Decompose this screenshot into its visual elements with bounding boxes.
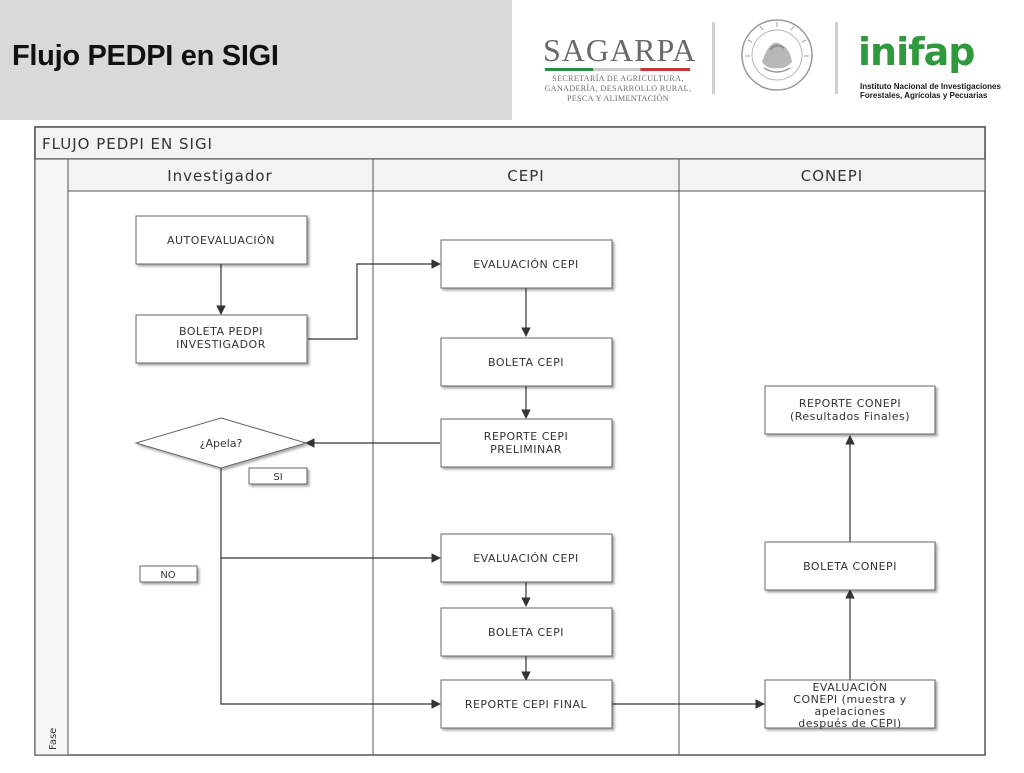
svg-text:apelaciones: apelaciones <box>814 705 885 718</box>
lane-title-cepi: CEPI <box>507 167 544 185</box>
inifap-logo-text: inifap <box>858 30 975 74</box>
sagarpa-subtitle-line: SECRETARÍA DE AGRICULTURA, <box>552 74 684 83</box>
lane-title-conepi: CONEPI <box>801 167 863 185</box>
inifap-subtitle-line: Forestales, Agrícolas y Pecuarias <box>860 91 988 100</box>
svg-text:SI: SI <box>273 472 282 483</box>
decision-apela: ¿Apela? <box>134 417 308 469</box>
svg-text:INVESTIGADOR: INVESTIGADOR <box>176 338 266 351</box>
svg-text:EVALUACIÓN CEPI: EVALUACIÓN CEPI <box>473 552 579 565</box>
title-band <box>0 0 512 120</box>
svg-text:AUTOEVALUACIÓN: AUTOEVALUACIÓN <box>167 234 275 247</box>
svg-text:PRELIMINAR: PRELIMINAR <box>490 443 562 456</box>
svg-text:¿Apela?: ¿Apela? <box>200 437 243 450</box>
node-boleta-conepi: BOLETA CONEPI <box>764 541 936 591</box>
svg-text:BOLETA CEPI: BOLETA CEPI <box>488 626 564 639</box>
svg-text:BOLETA PEDPI: BOLETA PEDPI <box>179 325 263 338</box>
mexico-seal-icon <box>741 19 813 91</box>
svg-text:BOLETA CONEPI: BOLETA CONEPI <box>803 560 897 573</box>
label-si: SI <box>248 467 308 485</box>
logo-separator <box>712 22 715 94</box>
node-evaluacion-cepi-2: EVALUACIÓN CEPI <box>440 533 613 583</box>
lane-title-investigador: Investigador <box>167 167 272 185</box>
slide-title: Flujo PEDPI en SIGI <box>12 40 279 72</box>
sagarpa-color-bar <box>545 68 690 71</box>
svg-text:NO: NO <box>160 570 175 581</box>
node-evaluacion-cepi-1: EVALUACIÓN CEPI <box>440 239 613 289</box>
node-boleta-investigador: BOLETA PEDPI INVESTIGADOR <box>135 314 308 364</box>
diagram-header <box>34 126 986 160</box>
inifap-subtitle-line: Instituto Nacional de Investigaciones <box>860 82 1001 91</box>
svg-text:BOLETA CEPI: BOLETA CEPI <box>488 356 564 369</box>
arrow-boleta-to-evaluacion-cepi <box>308 259 441 340</box>
inifap-subtitle: Instituto Nacional de Investigaciones Fo… <box>860 82 1010 100</box>
arrow-apela-no-to-reporte-final <box>220 558 441 709</box>
node-boleta-cepi-2: BOLETA CEPI <box>440 607 613 657</box>
node-boleta-cepi-1: BOLETA CEPI <box>440 337 613 387</box>
phase-column <box>34 158 69 756</box>
node-reporte-cepi-final: REPORTE CEPI FINAL <box>440 679 613 729</box>
node-autoevaluacion: AUTOEVALUACIÓN <box>135 215 308 265</box>
svg-text:REPORTE CEPI: REPORTE CEPI <box>484 430 568 443</box>
node-reporte-cepi-preliminar: REPORTE CEPI PRELIMINAR <box>440 418 613 468</box>
node-evaluacion-conepi: EVALUACIÓN CONEPI (muestra y apelaciones… <box>764 679 936 730</box>
svg-text:CONEPI (muestra y: CONEPI (muestra y <box>793 693 906 706</box>
lane-header-investigador <box>67 158 374 192</box>
svg-text:REPORTE CONEPI: REPORTE CONEPI <box>799 397 901 410</box>
logo-separator <box>835 22 838 94</box>
phase-label: Fase <box>48 728 59 750</box>
label-no: NO <box>139 565 198 583</box>
sagarpa-subtitle-line: GANADERÍA, DESARROLLO RURAL, <box>544 84 692 93</box>
diagram-header-text: FLUJO PEDPI EN SIGI <box>42 135 213 153</box>
sagarpa-logo-text: SAGARPA <box>543 32 697 68</box>
svg-text:EVALUACIÓN CEPI: EVALUACIÓN CEPI <box>473 258 579 271</box>
sagarpa-subtitle-line: PESCA Y ALIMENTACIÓN <box>567 94 669 103</box>
lane-header-conepi <box>678 158 986 192</box>
node-reporte-conepi: REPORTE CONEPI (Resultados Finales) <box>764 385 936 435</box>
svg-text:después de CEPI): después de CEPI) <box>798 717 901 730</box>
svg-text:REPORTE CEPI FINAL: REPORTE CEPI FINAL <box>465 698 588 711</box>
sagarpa-subtitle: SECRETARÍA DE AGRICULTURA, GANADERÍA, DE… <box>543 74 693 104</box>
svg-text:(Resultados Finales): (Resultados Finales) <box>790 410 910 423</box>
svg-text:EVALUACIÓN: EVALUACIÓN <box>812 681 887 694</box>
